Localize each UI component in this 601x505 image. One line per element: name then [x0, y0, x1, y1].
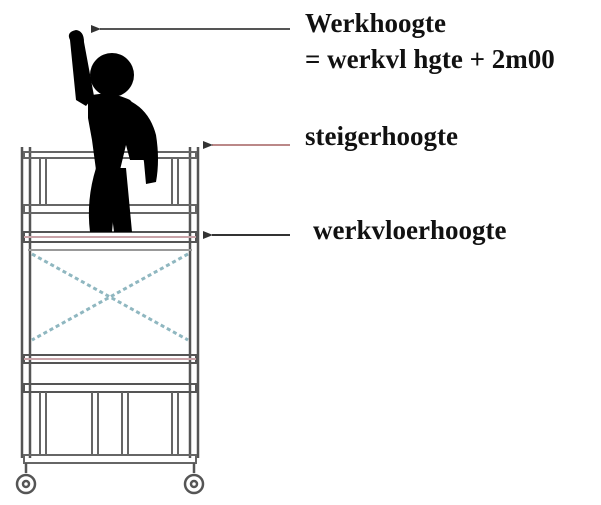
person-waving-icon	[68, 30, 158, 232]
work-height-formula: = werkvl hgte + 2m00	[305, 44, 555, 74]
caster-wheel-icon	[183, 463, 205, 495]
pointer-arrows	[91, 25, 290, 239]
work-height-title: Werkhoogte	[305, 8, 446, 38]
scaffold-height-label: steigerhoogte	[305, 121, 458, 151]
cross-bracing	[28, 249, 192, 342]
scaffold-frame	[20, 147, 200, 458]
caster-wheel-icon	[15, 463, 37, 495]
lower-panels	[23, 392, 197, 464]
working-floor	[23, 231, 197, 243]
floor-height-label: werkvloerhoogte	[313, 215, 507, 245]
middle-beams	[23, 354, 197, 393]
